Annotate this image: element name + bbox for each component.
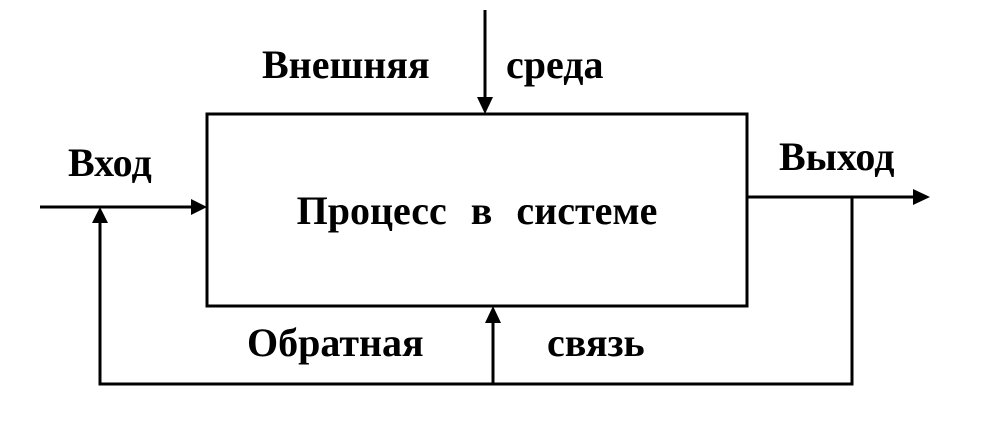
environment-arrowhead bbox=[477, 97, 493, 114]
environment-label-left: Внешняя bbox=[262, 42, 430, 87]
output-label: Выход bbox=[779, 134, 894, 179]
feedback-label-right: связь bbox=[547, 320, 645, 365]
feedback-arrowhead bbox=[485, 306, 501, 323]
process-box bbox=[205, 112, 749, 308]
feedback-label-left: Обратная bbox=[247, 320, 424, 365]
feedback-loop-line bbox=[98, 197, 854, 386]
environment-label-right: среда bbox=[506, 42, 603, 87]
output-arrowhead bbox=[913, 189, 930, 205]
input-label: Вход bbox=[68, 140, 152, 185]
feedback-input-arrowhead bbox=[92, 207, 108, 223]
process-label: Процесс в системе bbox=[297, 188, 658, 233]
input-arrowhead bbox=[191, 199, 207, 215]
